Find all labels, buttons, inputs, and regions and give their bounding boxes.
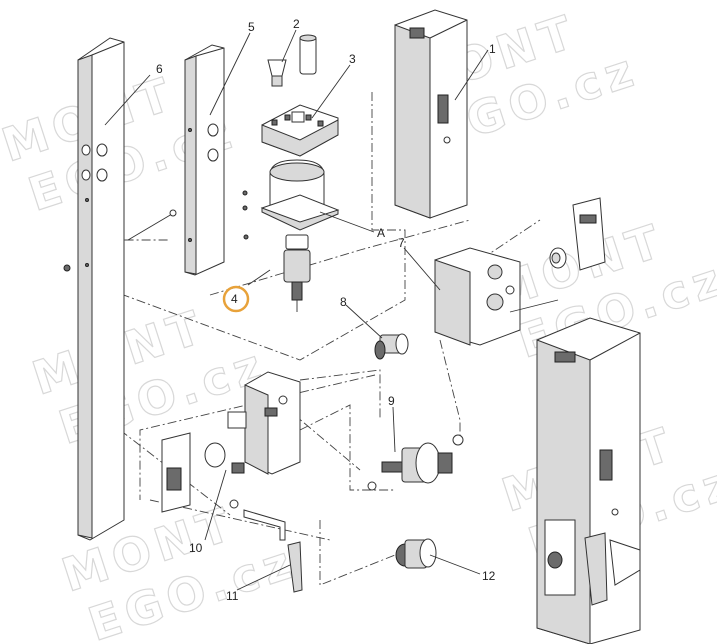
part-5-middle-profile bbox=[184, 44, 225, 276]
housing-bolt bbox=[509, 299, 559, 313]
part-9-main-gear-shaft bbox=[367, 434, 464, 491]
callout-a[interactable]: A bbox=[377, 226, 385, 240]
callout-10[interactable]: 10 bbox=[189, 541, 203, 555]
part-10-cam bbox=[204, 442, 245, 474]
part-12-output-gear bbox=[395, 538, 437, 569]
bushing bbox=[549, 247, 567, 269]
callout-8[interactable]: 8 bbox=[340, 295, 347, 309]
small-nut bbox=[229, 499, 239, 509]
leader-lines bbox=[104, 29, 489, 591]
part-2-bulb-holder bbox=[267, 34, 317, 87]
long-bolt bbox=[127, 209, 177, 241]
left-gear-housing bbox=[244, 371, 301, 475]
callout-5[interactable]: 5 bbox=[248, 20, 255, 34]
callout-4[interactable]: 4 bbox=[231, 292, 238, 306]
part-3-terminal-block bbox=[261, 104, 339, 157]
part-1-top-cover bbox=[394, 9, 468, 219]
callout-4-highlight-ring bbox=[222, 285, 250, 313]
part-4-shaft-coupling bbox=[283, 234, 311, 312]
right-lock-handle bbox=[544, 519, 641, 606]
callout-3[interactable]: 3 bbox=[349, 52, 356, 66]
motor-assembly-a bbox=[242, 159, 340, 240]
callout-9[interactable]: 9 bbox=[388, 394, 395, 408]
callout-1[interactable]: 1 bbox=[489, 42, 496, 56]
callout-7[interactable]: 7 bbox=[398, 236, 405, 250]
callout-2[interactable]: 2 bbox=[293, 17, 300, 31]
callout-labels: 1 2 3 4 5 6 7 8 9 10 11 12 A bbox=[156, 17, 496, 603]
part-6-left-profile bbox=[77, 37, 125, 541]
part-7-gearbox-housing bbox=[434, 247, 521, 346]
part-11-release-lever bbox=[243, 509, 303, 593]
callout-6[interactable]: 6 bbox=[156, 62, 163, 76]
small-screw-left bbox=[63, 264, 71, 272]
right-top-bracket bbox=[572, 197, 606, 271]
left-bracket bbox=[161, 432, 191, 513]
callout-12[interactable]: 12 bbox=[482, 569, 496, 583]
callout-11[interactable]: 11 bbox=[226, 589, 239, 603]
microswitch bbox=[227, 411, 247, 429]
part-8-small-gear bbox=[374, 333, 409, 360]
